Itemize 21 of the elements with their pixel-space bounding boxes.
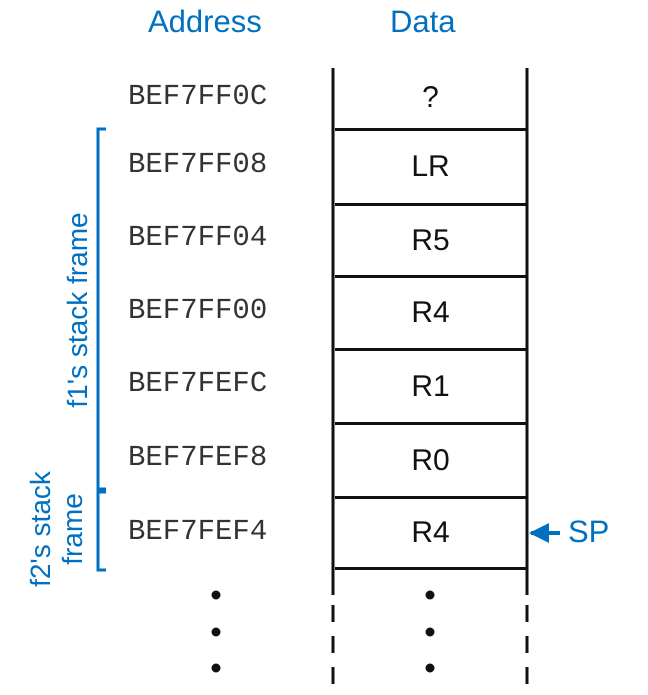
pointer-name: SP	[568, 514, 610, 550]
address-text: BEF7FF08	[128, 148, 268, 180]
cell-value: ?	[422, 81, 439, 115]
address-text: BEF7FF00	[128, 294, 268, 326]
bracket-label: f2's stack frame	[25, 470, 90, 589]
address-text: BEF7FF04	[128, 221, 268, 254]
cell-value: R0	[411, 444, 450, 478]
address-text: BEF7FF0C	[128, 80, 268, 113]
bracket-label: f1's stack frame	[62, 211, 94, 410]
column-heading: Data	[390, 4, 456, 40]
cell-value: R4	[411, 296, 450, 330]
cell-value: R4	[411, 516, 450, 550]
address-text: BEF7FEF8	[128, 441, 268, 474]
cell-value: LR	[411, 150, 450, 184]
column-heading: Address	[148, 4, 262, 40]
cell-value: R1	[411, 370, 450, 404]
cell-value: R5	[411, 224, 450, 258]
address-text: BEF7FEFC	[128, 367, 268, 400]
memory-cell	[335, 496, 526, 570]
address-text: BEF7FEF4	[128, 515, 268, 548]
arrow	[529, 523, 560, 543]
